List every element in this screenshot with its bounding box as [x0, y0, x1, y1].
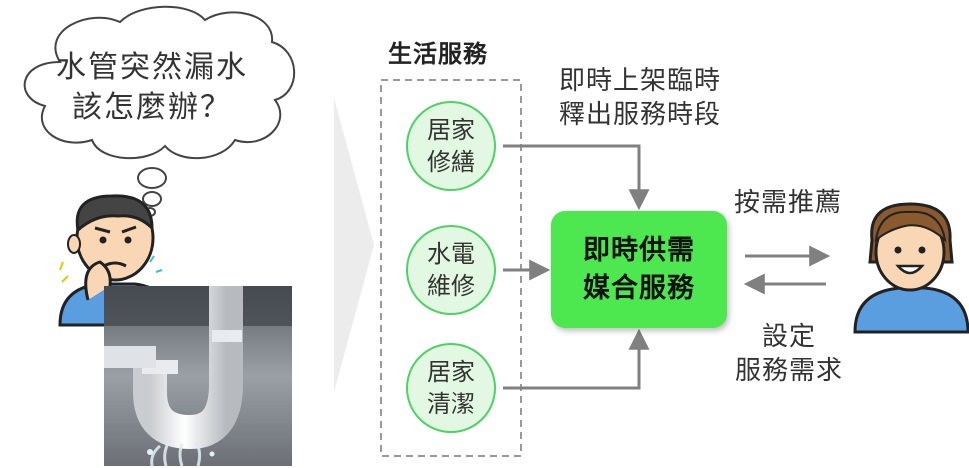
service-home-cleaning-line2: 清潔: [427, 390, 475, 418]
thought-cloud: [23, 5, 296, 217]
thought-line-1: 水管突然漏水: [56, 50, 248, 85]
section-title: 生活服務: [388, 40, 488, 68]
service-plumbing-line1: 水電: [427, 240, 475, 268]
set-demand-label: 設定 服務需求: [724, 320, 854, 388]
service-plumbing-line2: 維修: [427, 272, 475, 300]
matching-line1: 即時供需: [583, 234, 695, 266]
leaking-pipe-photo: [104, 286, 292, 467]
service-plumbing: 水電 維修: [406, 225, 496, 315]
matching-line2: 媒合服務: [583, 272, 695, 304]
service-home-repair-line2: 修繕: [427, 148, 475, 176]
matching-service-box: 即時供需 媒合服務: [551, 211, 727, 328]
services-dashed-box: [380, 79, 522, 457]
arrow-cleaning-to-match: [503, 328, 650, 390]
thought-line-2: 該怎麼辦？: [72, 90, 232, 125]
set-demand-line2: 服務需求: [734, 356, 843, 386]
set-demand-line1: 設定: [761, 322, 816, 352]
release-label: 即時上架臨時 釋出服務時段: [540, 64, 740, 132]
thought-bubble-text: 水管突然漏水 該怎麼辦？: [52, 48, 252, 128]
release-label-line1: 即時上架臨時: [558, 66, 721, 96]
service-home-repair: 居家 修繕: [406, 101, 496, 191]
recommend-label: 按需推薦: [733, 188, 842, 218]
user-icon: [853, 202, 969, 334]
service-home-cleaning: 居家 清潔: [406, 343, 496, 433]
service-home-cleaning-line1: 居家: [427, 358, 475, 386]
service-home-repair-line1: 居家: [427, 116, 475, 144]
arrow-repair-to-match: [503, 144, 650, 211]
chevron-separator: [334, 98, 374, 392]
release-label-line2: 釋出服務時段: [558, 100, 721, 130]
